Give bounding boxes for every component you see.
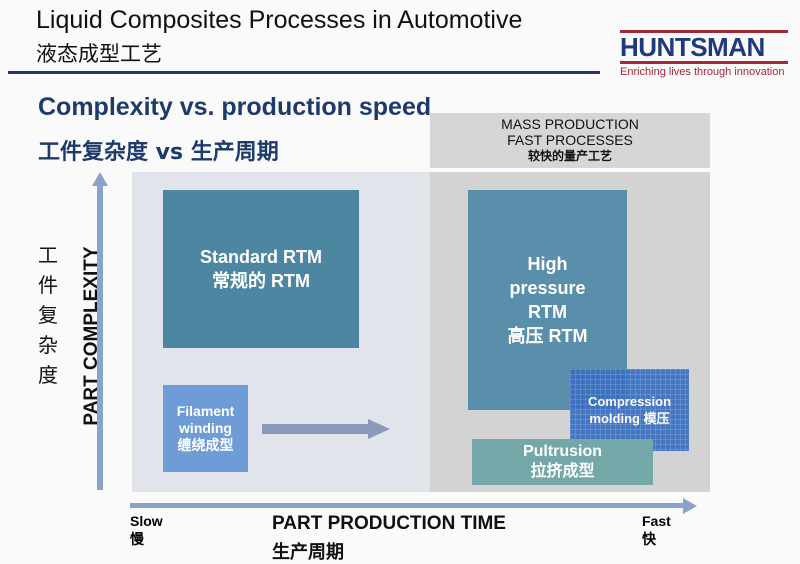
pultrusion-box: Pultrusion 拉挤成型 [472, 439, 653, 485]
fil-cn: 缠绕成型 [177, 437, 234, 453]
std-cn: 常规的 RTM [212, 271, 310, 291]
hp-l1: High [527, 254, 568, 274]
mass-line2: FAST PROCESSES [507, 132, 633, 148]
slide-title: Liquid Composites Processes in Automotiv… [36, 6, 523, 34]
y-cn-char: 度 [38, 363, 58, 387]
subtitle-cn: 工件复杂度 vs 生产周期 [38, 140, 279, 165]
huntsman-logo: HUNTSMAN [620, 30, 788, 64]
pul-cn: 拉挤成型 [530, 463, 595, 480]
slow-label: Slow 慢 [130, 512, 163, 548]
y-axis [97, 180, 103, 490]
hp-cn: 高压 RTM [507, 326, 588, 346]
standard-rtm-box: Standard RTM 常规的 RTM [163, 190, 359, 348]
pul-en: Pultrusion [522, 443, 603, 460]
title-divider [8, 71, 600, 74]
fast-en: Fast [642, 513, 671, 529]
fil-l1: Filament [176, 403, 235, 419]
logo-name: HUNTSMAN [620, 32, 765, 62]
y-cn-char: 工 [38, 243, 58, 267]
x-axis [130, 503, 685, 508]
fast-label: Fast 快 [642, 512, 671, 548]
y-axis-label-cn: 工 件 复 杂 度 [38, 240, 62, 390]
y-axis-arrow-icon [92, 172, 108, 186]
filament-winding-box: Filament winding 缠绕成型 [163, 385, 248, 472]
mass-production-label: MASS PRODUCTION FAST PROCESSES 较快的量产工艺 [430, 113, 710, 168]
mass-line1: MASS PRODUCTION [501, 116, 639, 132]
y-cn-char: 杂 [38, 333, 58, 357]
x-axis-label-cn: 生产周期 [272, 542, 344, 563]
slow-en: Slow [130, 513, 163, 529]
fast-cn: 快 [642, 531, 656, 547]
arrow-right-icon [368, 419, 390, 439]
fil-l2: winding [179, 420, 232, 436]
hp-l2: pressure [509, 278, 586, 298]
compression-molding-box: Compression molding 模压 [570, 369, 689, 451]
mass-cn: 较快的量产工艺 [527, 149, 612, 163]
comp-l2: molding 模压 [589, 411, 670, 426]
hp-l3: RTM [528, 302, 567, 322]
x-axis-label: PART PRODUCTION TIME [272, 513, 506, 534]
slide-title-cn: 液态成型工艺 [36, 42, 162, 66]
y-cn-char: 件 [38, 273, 58, 297]
y-cn-char: 复 [38, 303, 58, 327]
comp-l1: Compression [587, 394, 672, 409]
arrow-shaft [262, 424, 370, 434]
slow-cn: 慢 [130, 531, 144, 547]
subtitle: Complexity vs. production speed [38, 93, 432, 121]
x-axis-arrow-icon [683, 498, 697, 514]
logo-tagline: Enriching lives through innovation [620, 66, 785, 78]
std-en: Standard RTM [199, 247, 322, 267]
y-axis-label: PART COMPLEXITY [81, 246, 102, 426]
